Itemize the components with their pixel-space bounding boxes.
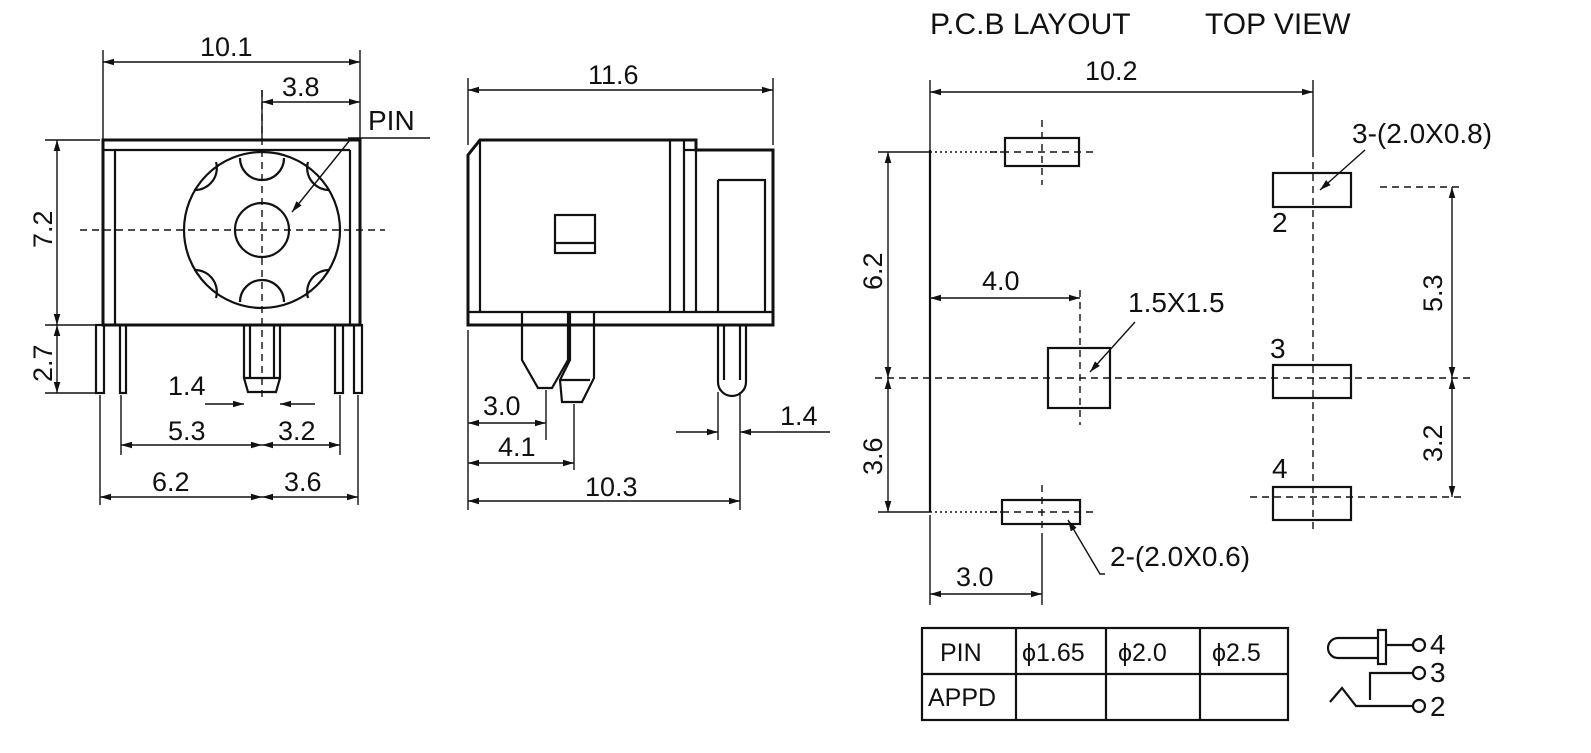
dim-side-30: 3.0	[483, 391, 521, 421]
pad-note-2: 2-(2.0X0.6)	[1110, 541, 1250, 572]
side-view: 11.6 3.0 4.1 10.3	[466, 60, 830, 510]
dim-front-height: 7.2	[28, 210, 58, 248]
dim-pcb-32: 3.2	[1418, 424, 1448, 462]
dim-pcb-62: 6.2	[858, 252, 888, 290]
dim-front-53: 5.3	[168, 416, 206, 446]
jack-schematic: 4 3 2	[1326, 628, 1446, 722]
dim-pcb-width: 10.2	[1085, 56, 1138, 86]
table-row-label: APPD	[928, 684, 996, 712]
table-header-25: ϕ2.5	[1212, 639, 1261, 667]
dim-front-pin-offset: 3.8	[282, 72, 320, 102]
dim-front-62: 6.2	[152, 467, 190, 497]
dim-front-36: 3.6	[284, 467, 322, 497]
dim-side-103: 10.3	[585, 472, 638, 502]
dim-pcb-40: 4.0	[982, 266, 1020, 296]
pin4-label: 4	[1272, 453, 1288, 484]
dim-front-width: 10.1	[200, 32, 253, 62]
pin2-label: 2	[1272, 207, 1288, 238]
dim-front-pin-width: 1.4	[168, 371, 206, 401]
pcb-layout: P.C.B LAYOUT TOP VIEW 10.2 3-(2.0X0.8)	[858, 8, 1492, 605]
schematic-pin3: 3	[1430, 657, 1446, 688]
table-header-20: ϕ2.0	[1118, 639, 1167, 667]
schematic-pin2: 2	[1430, 691, 1446, 722]
table-header-165: ϕ1.65	[1022, 639, 1085, 667]
dim-front-leg: 2.7	[28, 344, 58, 382]
dim-pcb-53: 5.3	[1418, 274, 1448, 312]
table-header-pin: PIN	[940, 639, 982, 667]
dim-side-width: 11.6	[588, 60, 639, 90]
dim-side-14: 1.4	[780, 401, 818, 431]
pin-table: PIN ϕ1.65 ϕ2.0 ϕ2.5 APPD	[920, 626, 1290, 722]
dim-side-41: 4.1	[498, 432, 536, 462]
schematic-pin4: 4	[1430, 629, 1446, 660]
pad-note-3: 3-(2.0X0.8)	[1352, 118, 1492, 149]
dim-pcb-30: 3.0	[956, 562, 994, 592]
pin3-label: 3	[1270, 333, 1286, 364]
pcb-view-title: TOP VIEW	[1205, 8, 1351, 41]
front-view: 10.1 3.8 PIN	[28, 32, 430, 505]
center-pad-note: 1.5X1.5	[1128, 287, 1225, 318]
front-pin-label: PIN	[368, 105, 415, 136]
pcb-title: P.C.B LAYOUT	[930, 8, 1131, 41]
dim-front-32: 3.2	[278, 416, 316, 446]
dim-pcb-36: 3.6	[858, 437, 888, 475]
